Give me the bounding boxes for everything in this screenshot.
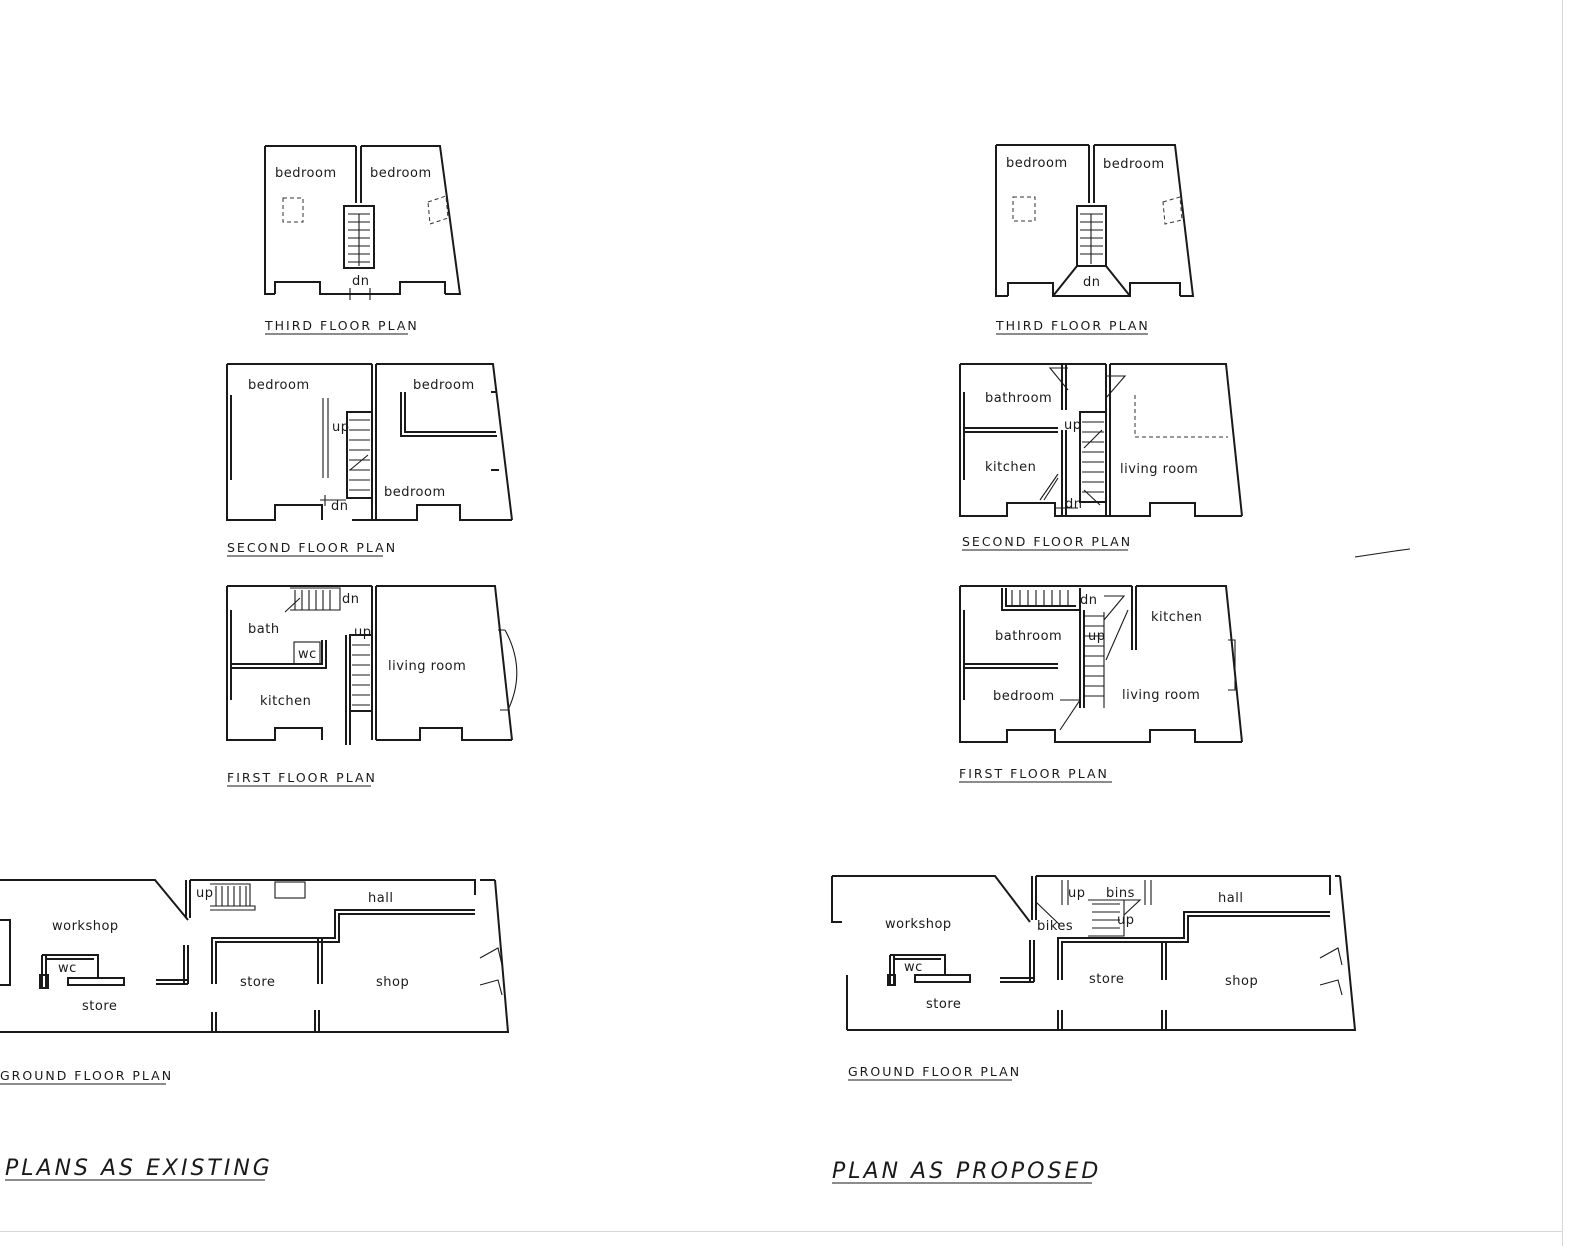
room-label: bedroom (248, 378, 310, 393)
room-label: shop (376, 975, 409, 990)
stair-label: dn (352, 274, 370, 289)
stair-label: up (1117, 913, 1135, 928)
room-label: bedroom (1103, 157, 1165, 172)
sheet-edge-right (1562, 0, 1563, 1246)
room-label: bedroom (993, 689, 1055, 704)
stair-label: up (1088, 629, 1106, 644)
proposed-ground-floor-plan: workshop wc store bikes bins store shop … (831, 875, 1357, 1081)
room-label: bathroom (985, 391, 1052, 406)
room-label: living room (1120, 462, 1198, 477)
stair-label: up (354, 625, 372, 640)
room-label: living room (1122, 688, 1200, 703)
room-label: kitchen (260, 694, 311, 709)
existing-plans-title: PLANS AS EXISTING (5, 1156, 273, 1181)
room-label: store (1089, 972, 1124, 987)
room-label: workshop (885, 917, 952, 932)
floor-caption: FIRST FLOOR PLAN (959, 766, 1109, 781)
stair-label: dn (1065, 497, 1083, 512)
sheet-edge-bottom (0, 1231, 1563, 1232)
room-label: store (926, 997, 961, 1012)
room-label: bikes (1037, 919, 1073, 934)
room-label: hall (368, 891, 393, 906)
room-label: workshop (52, 919, 119, 934)
stair-label: dn (1083, 275, 1101, 290)
room-label: store (82, 999, 117, 1014)
room-label: wc (298, 647, 317, 662)
proposed-second-floor-plan: bathroom kitchen living room up dn SECON… (959, 363, 1243, 551)
existing-ground-floor-plan: workshop wc store store shop hall up GRO… (0, 879, 510, 1085)
room-label: store (240, 975, 275, 990)
proposed-third-floor-plan: bedroom bedroom dn THIRD FLOOR PLAN (995, 144, 1195, 335)
stray-mark (1354, 548, 1411, 558)
room-label: kitchen (1151, 610, 1202, 625)
stair-label: up (332, 420, 350, 435)
room-label: living room (388, 659, 466, 674)
room-label: kitchen (985, 460, 1036, 475)
room-label: bath (248, 622, 280, 637)
stair-label: dn (331, 499, 349, 514)
stair-label: up (1064, 418, 1082, 433)
floor-caption: THIRD FLOOR PLAN (995, 318, 1150, 333)
room-label: bathroom (995, 629, 1062, 644)
room-label: shop (1225, 974, 1258, 989)
proposed-first-floor-plan: kitchen bathroom bedroom living room up … (959, 585, 1243, 783)
floor-caption: SECOND FLOOR PLAN (962, 534, 1132, 549)
room-label: bedroom (413, 378, 475, 393)
floor-caption: GROUND FLOOR PLAN (848, 1064, 1021, 1079)
room-label: bedroom (1006, 156, 1068, 171)
room-label: bedroom (370, 166, 432, 181)
stair-label: dn (342, 592, 360, 607)
proposed-plans-title: PLAN AS PROPOSED (832, 1159, 1101, 1184)
room-label: wc (58, 961, 77, 976)
existing-second-floor-plan: bedroom bedroom bedroom up dn SECOND FLO… (226, 363, 513, 557)
room-label: bins (1106, 886, 1135, 901)
room-label: bedroom (384, 485, 446, 500)
floor-caption: SECOND FLOOR PLAN (227, 540, 397, 555)
room-label: hall (1218, 891, 1243, 906)
room-label: wc (904, 960, 923, 975)
room-label: bedroom (275, 166, 337, 181)
stair-label: up (1068, 886, 1086, 901)
stair-label: dn (1080, 593, 1098, 608)
existing-third-floor-plan: bedroom bedroom dn THIRD FLOOR PLAN (264, 145, 462, 335)
existing-first-floor-plan: bath wc kitchen living room up dn FIRST … (226, 585, 518, 787)
stair-label: up (196, 886, 214, 901)
floor-caption: FIRST FLOOR PLAN (227, 770, 377, 785)
floor-caption: THIRD FLOOR PLAN (264, 318, 419, 333)
floor-caption: GROUND FLOOR PLAN (0, 1068, 173, 1083)
